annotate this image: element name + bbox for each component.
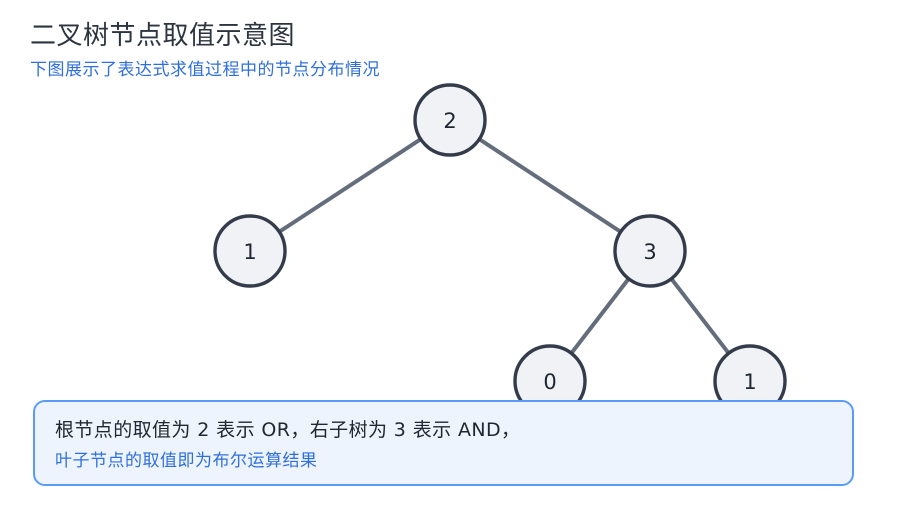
node-label-right-left: 0 (543, 370, 556, 394)
tree-node-right[interactable]: 3 (613, 214, 687, 288)
tree-node-right-left[interactable]: 0 (513, 344, 587, 418)
tree-edge-root-to-right (448, 118, 652, 253)
header: 二叉树节点取值示意图 下图展示了表达式求值过程中的节点分布情况 (30, 20, 870, 82)
info-panel-primary-text: 根节点的取值为 2 表示 OR，右子树为 3 表示 AND， (55, 419, 521, 441)
node-label-right: 3 (643, 240, 656, 264)
info-panel: 根节点的取值为 2 表示 OR，右子树为 3 表示 AND， 叶子节点的取值即为… (33, 400, 854, 486)
tree-nodes: 2 1 3 0 1 (213, 83, 787, 418)
tree-edge-root-to-left (248, 118, 452, 253)
node-label-right-right: 1 (743, 370, 756, 394)
tree-node-root[interactable]: 2 (413, 83, 487, 157)
info-panel-secondary-text: 叶子节点的取值即为布尔运算结果 (55, 451, 318, 471)
node-circle-right (613, 214, 687, 288)
node-circle-left (213, 214, 287, 288)
node-circle-root (413, 83, 487, 157)
node-label-root: 2 (443, 109, 456, 133)
page-title: 二叉树节点取值示意图 (30, 21, 296, 51)
node-label-left: 1 (243, 240, 256, 264)
tree-node-left[interactable]: 1 (213, 214, 287, 288)
page-subtitle: 下图展示了表达式求值过程中的节点分布情况 (30, 60, 380, 80)
